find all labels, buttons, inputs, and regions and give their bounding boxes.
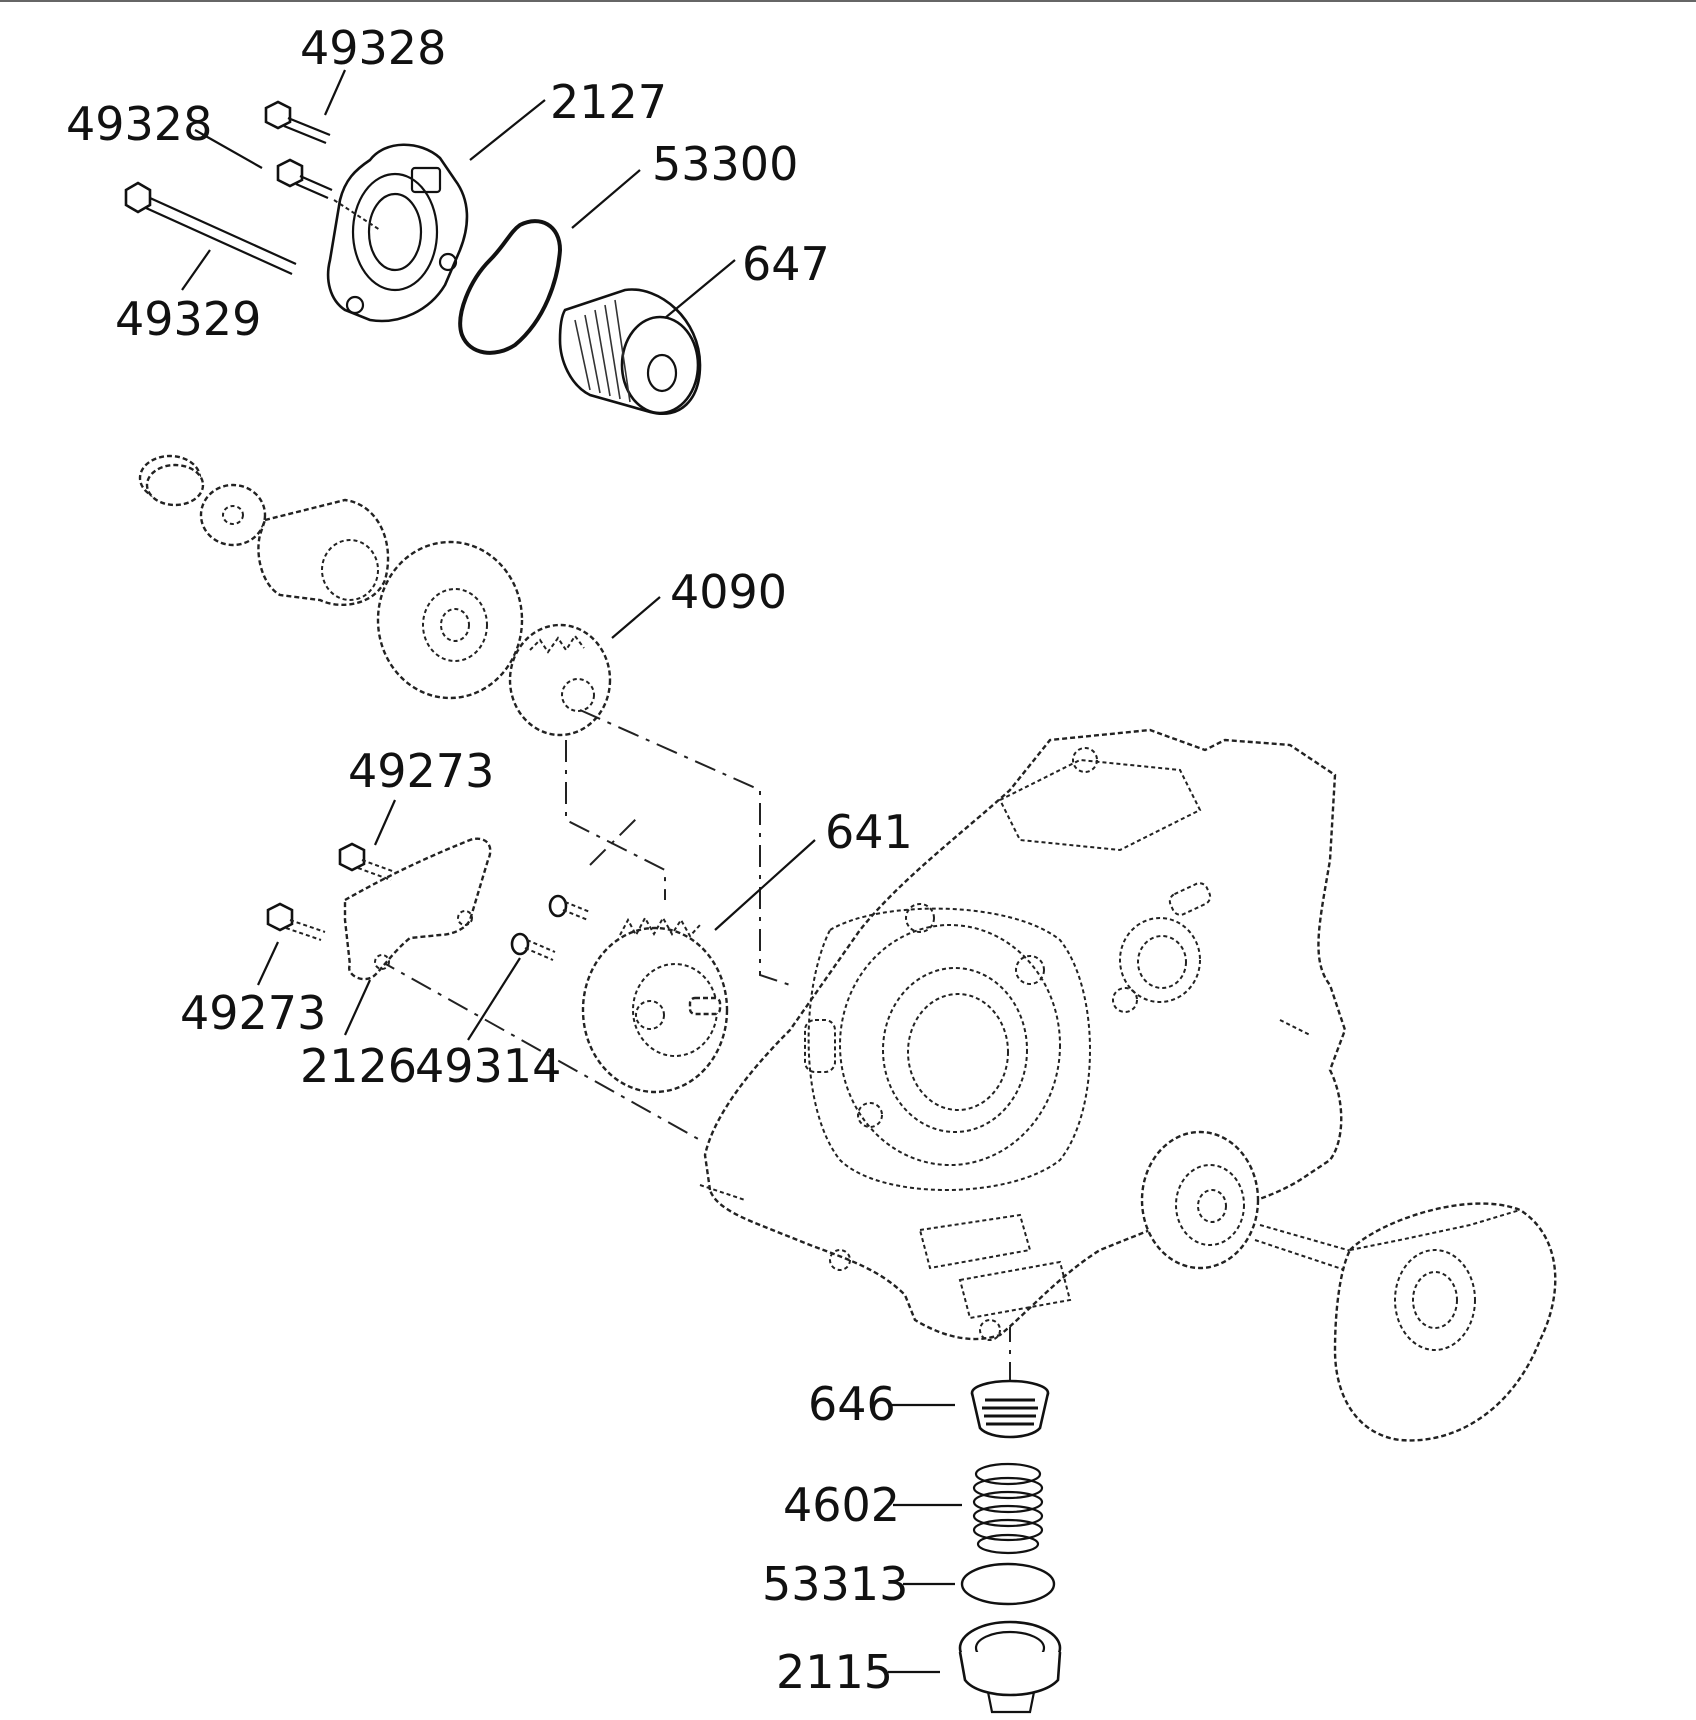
callout-2127: 2127 xyxy=(550,75,667,129)
callout-49329: 49329 xyxy=(115,292,261,346)
leader-lines xyxy=(181,69,962,1674)
callout-646: 646 xyxy=(808,1377,896,1431)
filter-cover-2127 xyxy=(326,143,469,323)
o-ring-53313 xyxy=(960,1562,1056,1606)
callout-4090: 4090 xyxy=(670,565,787,619)
callout-49273-top: 49273 xyxy=(348,744,494,798)
callout-4602: 4602 xyxy=(783,1478,900,1532)
oil-filter-cover-group xyxy=(124,100,702,415)
crankshaft-flywheel xyxy=(1254,1202,1557,1442)
callout-49328-left: 49328 xyxy=(66,97,212,151)
gear-4090 xyxy=(508,623,612,737)
bolt-49273-bottom xyxy=(266,902,326,941)
callout-53313: 53313 xyxy=(762,1557,908,1611)
callout-2115: 2115 xyxy=(776,1645,893,1699)
drain-plug-2115 xyxy=(958,1620,1062,1714)
callout-641: 641 xyxy=(825,805,913,859)
oil-pump-641 xyxy=(581,915,729,1094)
callout-53300: 53300 xyxy=(652,137,798,191)
callout-labels: 49328 49328 2127 53300 647 49329 4090 49… xyxy=(66,21,913,1699)
pump-cover-2126 xyxy=(343,837,492,981)
kickstart-gear-group xyxy=(138,454,524,700)
bolt-49328-top xyxy=(264,100,331,145)
oil-filter-647 xyxy=(558,288,702,415)
callout-49314: 49314 xyxy=(415,1039,561,1093)
bolt-49273-top xyxy=(338,842,396,881)
bolt-49328-left xyxy=(276,158,333,200)
o-ring-53300 xyxy=(458,219,563,355)
callout-49328-top: 49328 xyxy=(300,21,446,75)
screws-49314 xyxy=(510,894,591,961)
callout-647: 647 xyxy=(742,237,830,291)
alignment-lines xyxy=(374,709,1011,1390)
crankcase-half xyxy=(699,728,1347,1341)
strainer-646 xyxy=(970,1379,1050,1439)
bolt-49329 xyxy=(124,181,297,276)
callout-49273-bottom: 49273 xyxy=(180,986,326,1040)
callout-2126: 2126 xyxy=(300,1039,417,1093)
spring-4602 xyxy=(972,1462,1044,1555)
